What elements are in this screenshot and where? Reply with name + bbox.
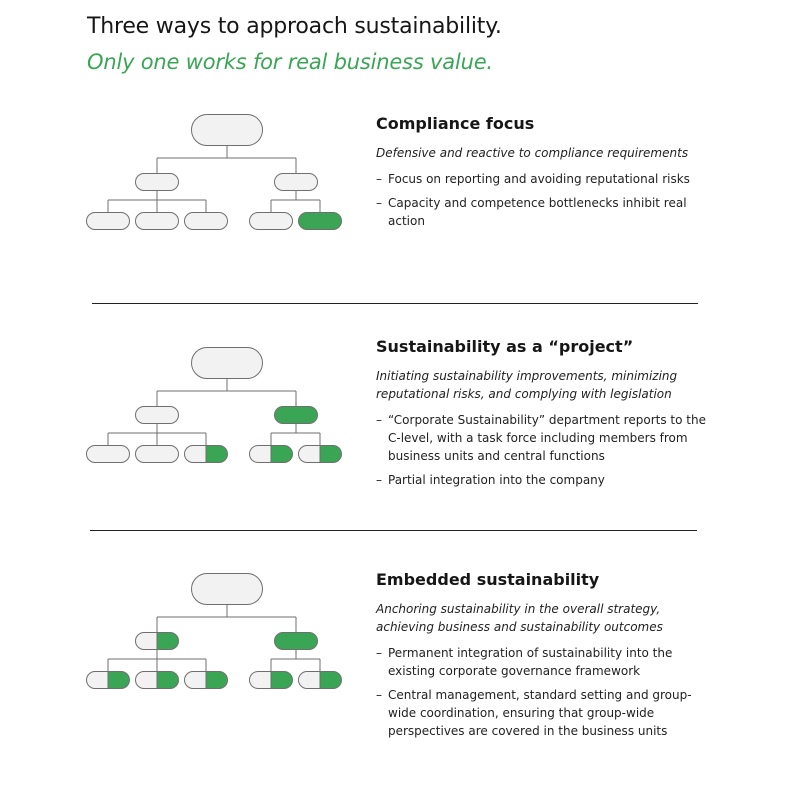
unit-node xyxy=(86,445,130,463)
bullet-text: Central management, standard setting and… xyxy=(388,688,692,738)
section-divider xyxy=(92,303,698,304)
unit-node xyxy=(298,212,342,230)
bullet-item: –“Corporate Sustainability” department r… xyxy=(376,413,706,463)
root-node xyxy=(191,573,263,605)
unit-node xyxy=(135,212,179,230)
bullet-item: –Partial integration into the company xyxy=(376,473,605,487)
unit-node xyxy=(249,212,293,230)
page-subtitle: Only one works for real business value. xyxy=(87,50,493,74)
section-title: Sustainability as a “project” xyxy=(376,337,634,356)
unit-node xyxy=(86,671,130,689)
bullet-text: “Corporate Sustainability” department re… xyxy=(388,413,706,463)
bullet-text: Partial integration into the company xyxy=(388,473,605,487)
bullet-list: –“Corporate Sustainability” department r… xyxy=(376,411,706,489)
org-chart-embedded xyxy=(86,573,342,689)
unit-node xyxy=(135,671,179,689)
manager-node xyxy=(135,406,179,424)
manager-node xyxy=(135,632,179,650)
bullet-text: Capacity and competence bottlenecks inhi… xyxy=(388,196,687,228)
bullet-item: –Capacity and competence bottlenecks inh… xyxy=(376,196,687,228)
manager-node xyxy=(274,406,318,424)
bullet-list: –Permanent integration of sustainability… xyxy=(376,644,706,740)
bullet-list: –Focus on reporting and avoiding reputat… xyxy=(376,170,706,230)
section-divider xyxy=(90,530,697,531)
manager-node xyxy=(274,173,318,191)
unit-node xyxy=(86,212,130,230)
bullet-item: –Focus on reporting and avoiding reputat… xyxy=(376,172,690,186)
bullet-text: Focus on reporting and avoiding reputati… xyxy=(388,172,690,186)
unit-node xyxy=(184,671,228,689)
unit-node xyxy=(184,212,228,230)
org-chart-compliance-focus xyxy=(86,114,342,230)
section-title: Compliance focus xyxy=(376,114,535,133)
root-node xyxy=(191,347,263,379)
bullet-text: Permanent integration of sustainability … xyxy=(388,646,673,678)
section-description: Anchoring sustainability in the overall … xyxy=(376,602,663,634)
section-title: Embedded sustainability xyxy=(376,570,600,589)
unit-node xyxy=(298,671,342,689)
section-description: Initiating sustainability improvements, … xyxy=(376,369,678,401)
unit-node xyxy=(249,671,293,689)
bullet-item: –Permanent integration of sustainability… xyxy=(376,646,673,678)
unit-node xyxy=(184,445,228,463)
manager-node xyxy=(274,632,318,650)
section-description: Defensive and reactive to compliance req… xyxy=(376,146,689,160)
unit-node xyxy=(135,445,179,463)
page-title: Three ways to approach sustainability. xyxy=(87,14,502,39)
unit-node xyxy=(298,445,342,463)
bullet-item: –Central management, standard setting an… xyxy=(376,688,692,738)
unit-node xyxy=(249,445,293,463)
root-node xyxy=(191,114,263,146)
org-chart-project xyxy=(86,347,342,463)
manager-node xyxy=(135,173,179,191)
